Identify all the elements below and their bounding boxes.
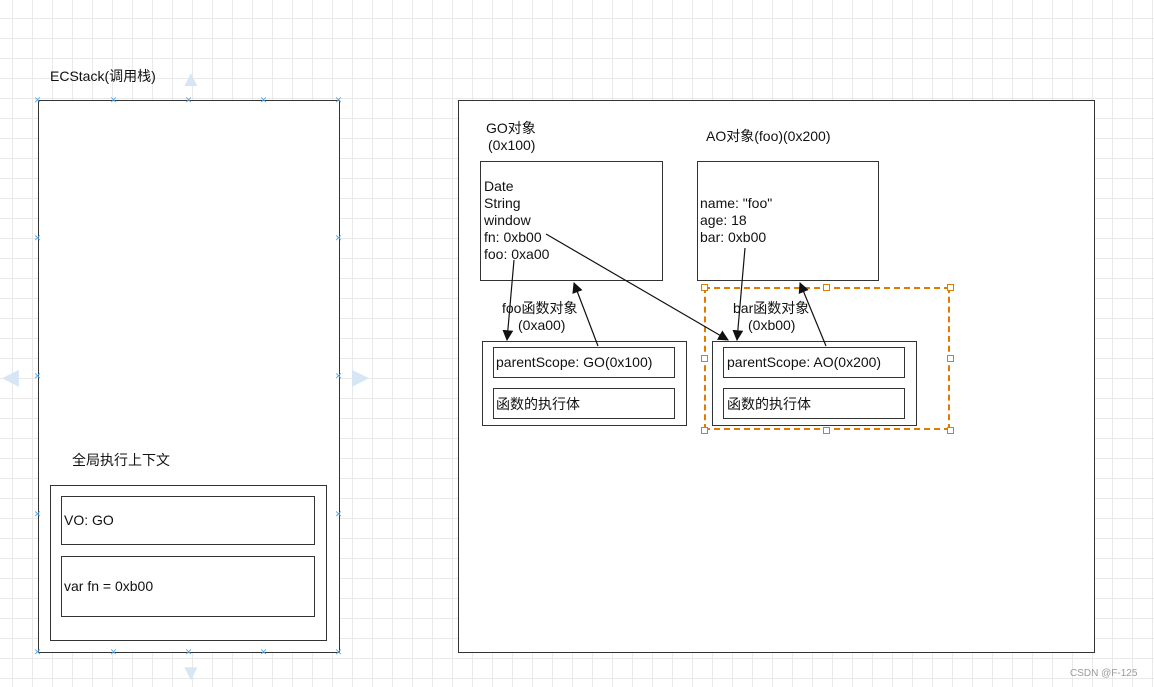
var-fn-box[interactable]	[61, 556, 315, 617]
foo-fn-address: (0xa00)	[518, 317, 566, 333]
selection-handle-icon[interactable]: ✕	[334, 509, 343, 519]
canvas-arrow-down-icon[interactable]: ▼	[180, 660, 202, 685]
selection-handle-icon[interactable]: ✕	[109, 647, 118, 657]
go-prop: window	[484, 212, 531, 228]
go-prop: Date	[484, 178, 514, 194]
selection-handle-icon[interactable]	[701, 284, 708, 291]
selection-handle-icon[interactable]: ✕	[259, 647, 268, 657]
selection-handle-icon[interactable]: ✕	[33, 371, 42, 381]
ao-props: name: "foo" age: 18 bar: 0xb00	[700, 195, 772, 246]
canvas-arrow-right-icon[interactable]: ▶	[352, 364, 369, 389]
canvas-arrow-up-icon[interactable]: ▲	[180, 66, 202, 91]
bar-scope-box[interactable]	[723, 347, 905, 378]
watermark: CSDN @F-125	[1070, 668, 1138, 679]
selection-handle-icon[interactable]	[701, 355, 708, 362]
foo-body-box[interactable]	[493, 388, 675, 419]
go-props: Date String window fn: 0xb00 foo: 0xa00	[484, 178, 549, 263]
go-address: (0x100)	[488, 137, 536, 153]
selection-handle-icon[interactable]: ✕	[33, 509, 42, 519]
go-prop: String	[484, 195, 521, 211]
foo-scope-box[interactable]	[493, 347, 675, 378]
go-prop: fn: 0xb00	[484, 229, 542, 245]
selection-handle-icon[interactable]: ✕	[334, 371, 343, 381]
selection-handle-icon[interactable]: ✕	[259, 95, 268, 105]
ao-prop: age: 18	[700, 212, 747, 228]
selection-handle-icon[interactable]: ✕	[334, 647, 343, 657]
vo-box[interactable]	[61, 496, 315, 545]
bar-fn-title: bar函数对象	[733, 300, 810, 316]
ecstack-title: ECStack(调用栈)	[50, 68, 156, 84]
selection-handle-icon[interactable]: ✕	[184, 95, 193, 105]
selection-handle-icon[interactable]: ✕	[334, 233, 343, 243]
selection-handle-icon[interactable]: ✕	[33, 233, 42, 243]
ao-prop: bar: 0xb00	[700, 229, 767, 245]
ao-prop: name: "foo"	[700, 195, 773, 211]
canvas-arrow-left-icon[interactable]: ◀	[2, 364, 19, 389]
foo-scope-label: parentScope: GO(0x100)	[496, 354, 653, 370]
go-title: GO对象	[486, 120, 536, 136]
ao-title: AO对象(foo)(0x200)	[706, 128, 831, 144]
vo-label: VO: GO	[64, 512, 114, 528]
selection-handle-icon[interactable]: ✕	[33, 647, 42, 657]
selection-handle-icon[interactable]	[947, 355, 954, 362]
global-context-title: 全局执行上下文	[72, 452, 170, 468]
selection-handle-icon[interactable]	[947, 427, 954, 434]
selection-handle-icon[interactable]	[947, 284, 954, 291]
bar-scope-label: parentScope: AO(0x200)	[727, 354, 882, 370]
selection-handle-icon[interactable]: ✕	[184, 647, 193, 657]
bar-body-box[interactable]	[723, 388, 905, 419]
var-fn-label: var fn = 0xb00	[64, 578, 154, 594]
selection-handle-icon[interactable]	[823, 284, 830, 291]
go-prop: foo: 0xa00	[484, 246, 550, 262]
selection-handle-icon[interactable]	[701, 427, 708, 434]
selection-handle-icon[interactable]	[823, 427, 830, 434]
selection-handle-icon[interactable]: ✕	[109, 95, 118, 105]
bar-fn-address: (0xb00)	[748, 317, 796, 333]
foo-fn-title: foo函数对象	[502, 300, 578, 316]
selection-frame[interactable]	[704, 287, 950, 430]
bar-body-label: 函数的执行体	[727, 396, 811, 412]
selection-handle-icon[interactable]: ✕	[334, 95, 343, 105]
selection-handle-icon[interactable]: ✕	[33, 95, 42, 105]
foo-body-label: 函数的执行体	[496, 396, 580, 412]
